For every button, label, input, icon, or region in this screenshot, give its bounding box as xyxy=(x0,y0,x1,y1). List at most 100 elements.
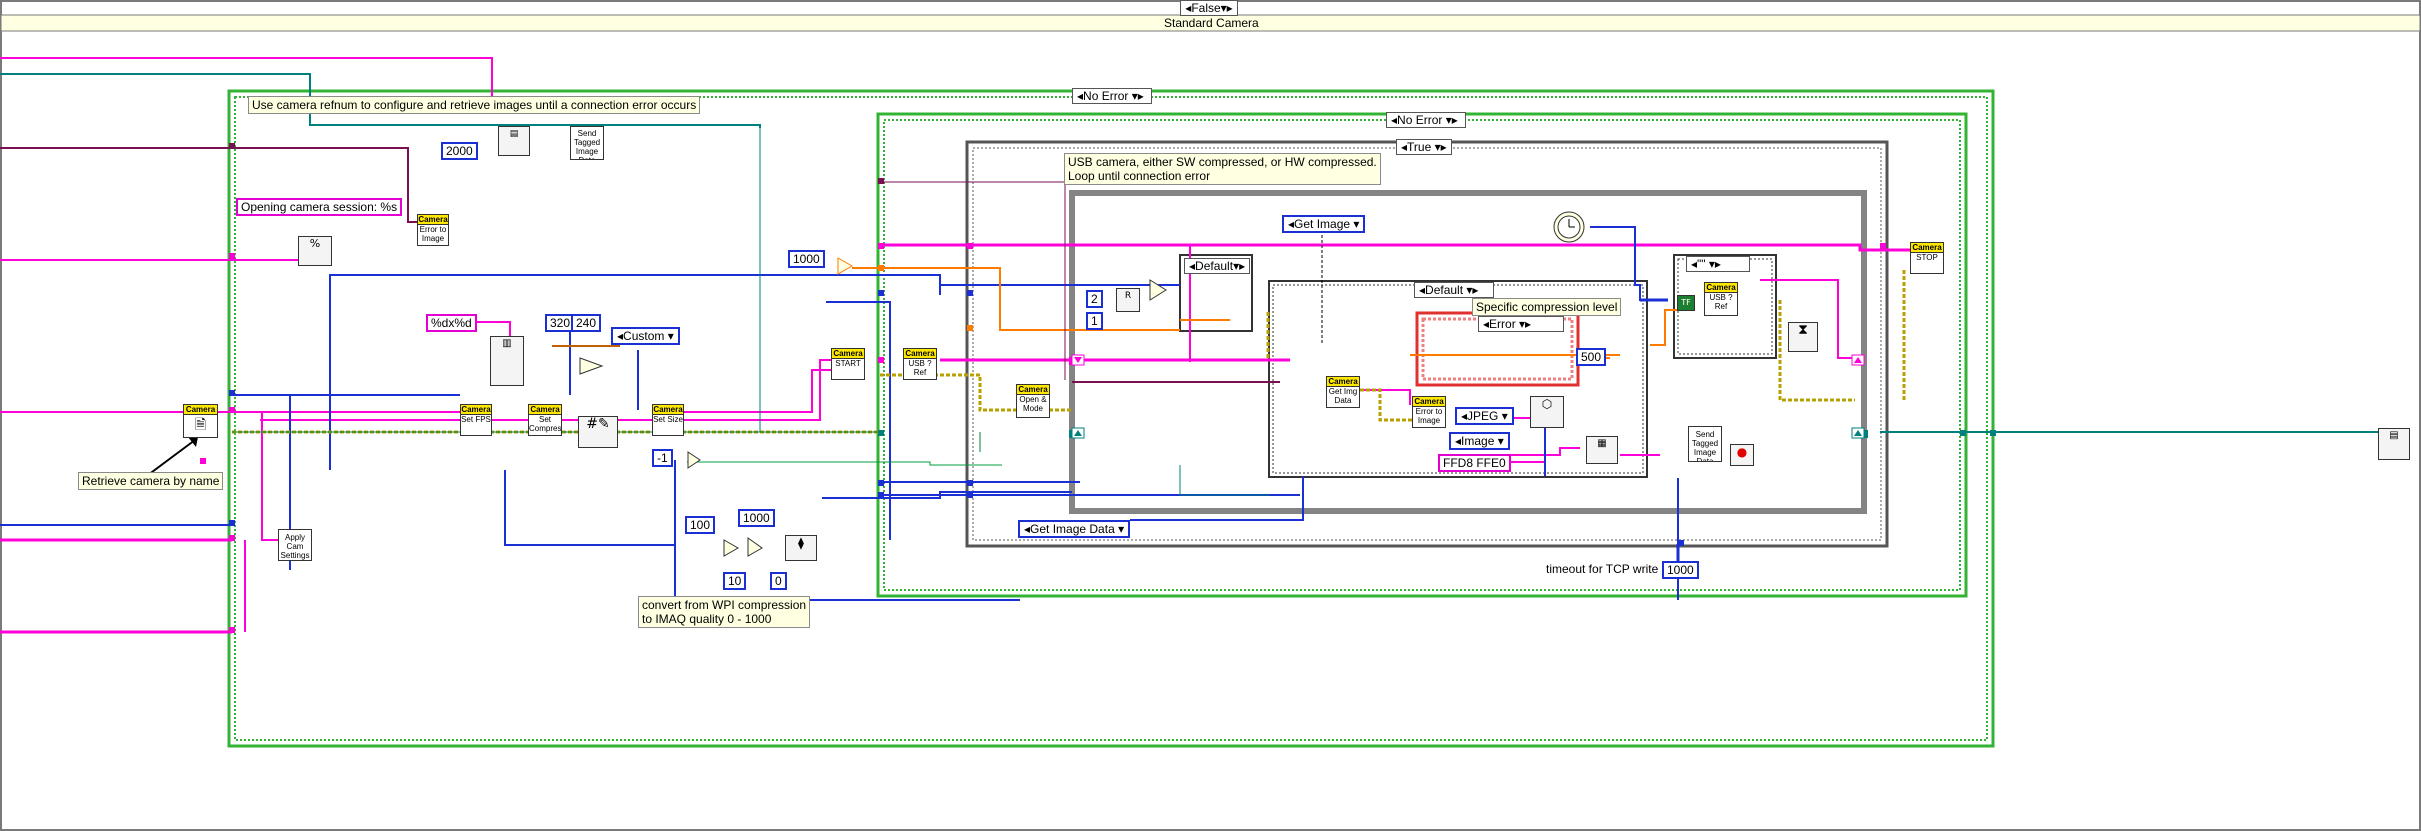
usb-ref-2-header: Camera xyxy=(1705,283,1737,293)
set-compress-subvi[interactable]: Camera Set Compress xyxy=(528,404,562,436)
retrieve-camera-subvi[interactable]: Camera 🗎 xyxy=(183,404,218,438)
five-hundred-const[interactable]: 500 xyxy=(1576,348,1607,366)
format-string-const[interactable]: %dx%d xyxy=(426,314,477,332)
open-mode-label: Open & Mode xyxy=(1019,395,1047,413)
set-fps-subvi[interactable]: Camera Set FPS xyxy=(460,404,492,436)
jpeg-enum-label: JPEG xyxy=(1467,409,1499,423)
empty-string-selector[interactable]: ◂"" ▾▸ xyxy=(1686,256,1750,272)
usb-camera-comment-line1: USB camera, either SW compressed, or HW … xyxy=(1068,155,1377,169)
start-subvi[interactable]: Camera START xyxy=(831,348,865,380)
get-image-data-enum-label: Get Image Data xyxy=(1030,522,1115,536)
random-number-icon[interactable]: R xyxy=(1116,288,1140,312)
error-to-image-2-subvi[interactable]: Camera Error to Image xyxy=(1412,396,1446,428)
timeout-2000-const[interactable]: 2000 xyxy=(441,142,478,160)
tcp-timeout-const[interactable]: 1000 xyxy=(1662,561,1699,579)
one-const[interactable]: 1 xyxy=(1086,312,1103,330)
set-size-header: Camera xyxy=(653,405,683,415)
outer-green-frame xyxy=(227,89,1995,748)
case-selector-label: False xyxy=(1191,1,1221,15)
wire-pink-fmt xyxy=(474,321,511,336)
inner-default-selector[interactable]: ◂Default ▾▸ xyxy=(1414,282,1494,298)
tcp-close-icon[interactable]: ▤ xyxy=(2378,428,2410,460)
get-img-data-header: Camera xyxy=(1327,377,1359,387)
hundred-const[interactable]: 100 xyxy=(685,516,716,534)
string-length-icon[interactable]: ▦ xyxy=(1586,436,1618,464)
default-case-selector[interactable]: ◂Default▾▸ xyxy=(1184,258,1250,274)
true-case-frame xyxy=(965,140,1889,548)
ten-const[interactable]: 10 xyxy=(723,572,747,590)
get-img-data-label: Get Img Data xyxy=(1328,387,1358,405)
tunnels xyxy=(229,143,1996,633)
error-to-image-subvi[interactable]: Camera Error to Image xyxy=(417,214,449,246)
error-to-image-2-label: Error to Image xyxy=(1415,407,1443,425)
wire-blue-20 xyxy=(826,301,891,540)
usb-ref-header: Camera xyxy=(904,349,936,359)
neg-one-const[interactable]: -1 xyxy=(652,449,673,467)
default-case-frame xyxy=(1179,254,1253,332)
get-image-enum[interactable]: ◂Get Image ▾ xyxy=(1282,215,1366,233)
get-image-data-enum[interactable]: ◂Get Image Data ▾ xyxy=(1018,520,1131,538)
wire-orange-1 xyxy=(852,267,1180,331)
error-case-selector[interactable]: ◂Error ▾▸ xyxy=(1478,316,1564,332)
true-case-selector[interactable]: ◂True ▾▸ xyxy=(1396,139,1452,155)
loop-stop-terminal-icon[interactable]: ● xyxy=(1730,444,1754,466)
wire-pink-right xyxy=(1760,279,1856,359)
zero-const[interactable]: 0 xyxy=(770,572,787,590)
wait-ms-icon[interactable]: ⧗ xyxy=(1788,322,1818,352)
set-fps-label: Set FPS xyxy=(461,415,491,424)
send-tagged-image-data-2-subvi[interactable]: Send Tagged Image Data xyxy=(1688,426,1722,462)
inner-frame-selector[interactable]: ◂No Error ▾▸ xyxy=(1386,112,1466,128)
empty-string-label: "" xyxy=(1697,257,1706,271)
wire-blue-10 xyxy=(1130,476,1304,521)
usb-ref-subvi[interactable]: Camera USB ? Ref xyxy=(903,348,937,380)
image-enum[interactable]: ◂Image ▾ xyxy=(1449,432,1510,450)
height-const[interactable]: 240 xyxy=(571,314,602,332)
number-to-string-icon[interactable]: #✎ xyxy=(578,416,618,448)
tcp-write-icon[interactable]: ▤ xyxy=(498,126,530,156)
tf-bool-const[interactable]: TF xyxy=(1677,295,1695,311)
custom-enum-label: Custom xyxy=(623,329,665,343)
outer-frame-selector-label: No Error xyxy=(1083,89,1129,103)
start-header: Camera xyxy=(832,349,864,359)
compression-comment: Specific compression level xyxy=(1472,298,1622,316)
wire-pink-1 xyxy=(0,57,505,101)
in-range-icon[interactable]: ⧫ xyxy=(785,535,817,561)
true-case-selector-label: True xyxy=(1407,140,1432,154)
document-icon: 🗎 xyxy=(194,416,207,432)
set-size-label: Set Size xyxy=(653,415,683,424)
wpi-comment-line2: to IMAQ quality 0 - 1000 xyxy=(642,612,772,626)
inner-default-label: Default xyxy=(1425,283,1464,297)
outer-frame-selector[interactable]: ◂No Error ▾▸ xyxy=(1072,88,1152,104)
usb-camera-comment-line2: Loop until connection error xyxy=(1068,169,1211,183)
open-mode-subvi[interactable]: Camera Open & Mode xyxy=(1016,384,1050,418)
scan-from-string-icon[interactable]: ▥ xyxy=(490,336,524,386)
stop-header: Camera xyxy=(1911,243,1943,253)
usb-ref-2-subvi[interactable]: Camera USB ? Ref xyxy=(1704,282,1738,316)
string-case-frame xyxy=(1673,254,1777,359)
error-to-image-2-header: Camera xyxy=(1413,397,1445,407)
case-selector-false[interactable]: ◂False▾▸ xyxy=(1180,0,1238,16)
outer-frame-comment: Use camera refnum to configure and retri… xyxy=(248,96,701,114)
set-size-subvi[interactable]: Camera Set Size xyxy=(652,404,684,436)
stop-subvi[interactable]: Camera STOP xyxy=(1910,242,1944,274)
custom-enum[interactable]: ◂Custom ▾ xyxy=(611,327,680,345)
stop-label: STOP xyxy=(1916,253,1938,262)
set-compress-header: Camera xyxy=(529,405,561,415)
set-fps-header: Camera xyxy=(461,405,491,415)
send-tagged-image-data-subvi[interactable]: Send Tagged Image Data xyxy=(570,126,604,160)
hex-header-const[interactable]: FFD8 FFE0 xyxy=(1438,454,1511,472)
imaq-flatten-icon[interactable]: ⬡ xyxy=(1530,396,1564,428)
apply-cam-settings-subvi[interactable]: Apply Cam Settings xyxy=(278,529,312,561)
get-img-data-subvi[interactable]: Camera Get Img Data xyxy=(1326,376,1360,408)
get-image-case-frame xyxy=(1268,280,1648,478)
loop-rate-1000-const[interactable]: 1000 xyxy=(788,250,825,268)
wire-olive-6 xyxy=(1778,300,1855,402)
thousand-const[interactable]: 1000 xyxy=(738,509,775,527)
two-const[interactable]: 2 xyxy=(1086,290,1103,308)
jpeg-enum[interactable]: ◂JPEG ▾ xyxy=(1455,407,1514,425)
retrieve-camera-comment: Retrieve camera by name xyxy=(78,472,224,490)
wpi-comment-line1: convert from WPI compression xyxy=(642,598,807,612)
format-into-string-icon[interactable]: % xyxy=(298,236,332,266)
opening-session-string[interactable]: Opening camera session: %s xyxy=(236,198,403,216)
